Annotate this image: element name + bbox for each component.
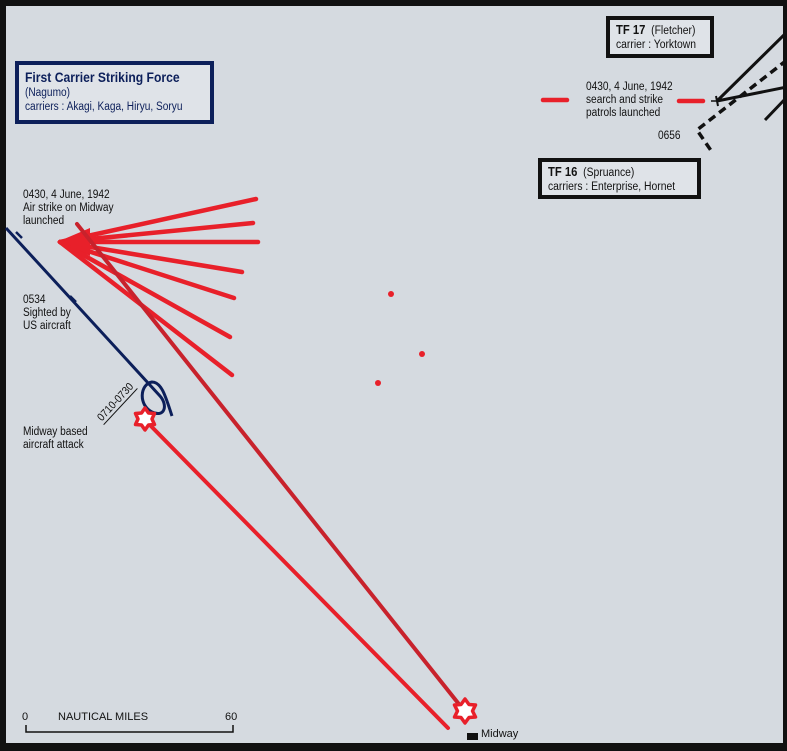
midway-aircraft-route (143, 418, 450, 730)
tf16-box: TF 16 (Spruance) carriers : Enterprise, … (538, 158, 701, 199)
japanese-force-title: First Carrier Striking Force (25, 70, 180, 85)
annotation-line: US aircraft (23, 320, 71, 332)
burst-star-icon (452, 697, 478, 725)
annotation-line: search and strike (586, 94, 664, 106)
aircraft-dot (419, 351, 425, 357)
annotation-line: Sighted by (23, 307, 71, 319)
strike-fan-line (57, 220, 256, 245)
tf17-track (711, 30, 787, 122)
scale-bar (25, 725, 234, 733)
track-tick (15, 231, 23, 239)
scale-end: 60 (225, 711, 238, 723)
strike-route-to-midway (75, 222, 464, 710)
scale-label: NAUTICAL MILES (58, 711, 149, 723)
sighted-annotation: 0534 Sighted by US aircraft (23, 294, 71, 333)
tf16-time-label: 0656 (658, 130, 681, 142)
aircraft-dot (388, 291, 394, 297)
japanese-force-commander: (Nagumo) (25, 87, 71, 99)
tf17-commander: (Fletcher) (651, 25, 696, 37)
tf16-commander: (Spruance) (583, 167, 635, 179)
scale-start: 0 (22, 711, 29, 723)
annotation-line: 0430, 4 June, 1942 (586, 81, 673, 93)
strike-launch-annotation: 0430, 4 June, 1942 Air strike on Midway … (23, 189, 114, 228)
midway-attack-annotation: Midway based aircraft attack (23, 426, 88, 452)
annotation-line: launched (23, 215, 65, 227)
strike-fan-line (57, 239, 245, 275)
japanese-force-carriers: carriers : Akagi, Kaga, Hiryu, Soryu (25, 101, 183, 113)
tf17-carriers: carrier : Yorktown (616, 39, 696, 51)
annotation-line: Air strike on Midway (23, 202, 114, 214)
track-tick (69, 295, 77, 303)
tf16-carriers: carriers : Enterprise, Hornet (548, 181, 676, 193)
midway-label: Midway (481, 728, 519, 740)
tf17-box: TF 17 (Fletcher) carrier : Yorktown (606, 16, 714, 58)
annotation-line: Midway based (23, 426, 88, 438)
aircraft-dot (375, 380, 381, 386)
attack-burst-icon (133, 406, 157, 432)
strike-fan-line (57, 196, 259, 245)
annotation-line: 0430, 4 June, 1942 (23, 189, 110, 201)
annotation-line: aircraft attack (23, 439, 84, 451)
japanese-carrier-track (4, 226, 174, 417)
tf17-name: TF 17 (616, 23, 646, 37)
strike-fan-line (57, 239, 237, 301)
us-patrols-annotation: 0430, 4 June, 1942 search and strike pat… (586, 81, 673, 120)
annotation-line: patrols launched (586, 107, 661, 119)
japanese-force-box: First Carrier Striking Force (Nagumo) ca… (15, 61, 214, 124)
midway-island (467, 733, 478, 740)
tf16-name: TF 16 (548, 165, 578, 179)
strike-fan-line (57, 239, 233, 340)
tf16-track (694, 58, 787, 153)
annotation-line: 0534 (23, 294, 46, 306)
